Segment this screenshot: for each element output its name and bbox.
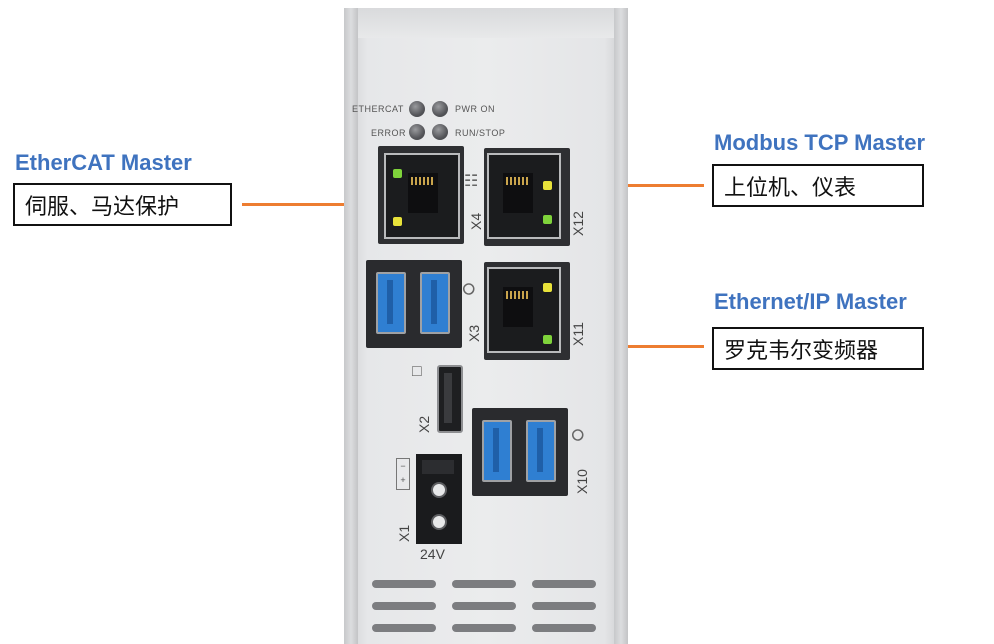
x4-label: X4 [468,212,484,230]
x1-power-terminal[interactable] [416,454,462,544]
x2-label: X2 [416,415,432,433]
x4-ethernet-port[interactable] [384,153,460,239]
vent-slot [532,624,596,632]
usb-icon-x10: ⭘ [570,428,588,442]
ethercat-master-title: EtherCAT Master [15,150,192,175]
top-cap [358,8,614,38]
vent-slot [452,602,516,610]
vent-slot [452,624,516,632]
run-stop-led-label: RUN/STOP [455,128,506,138]
modbus-tcp-master-title: Modbus TCP Master [714,130,926,155]
x12-link-led [543,181,552,190]
x11-ethernet-port[interactable] [487,267,561,353]
ethercat-led-label: ETHERCAT [352,104,404,114]
right-din-rail [614,8,628,644]
x2-hdmi-port[interactable] [437,365,463,433]
ethernetip-master-title: Ethernet/IP Master [714,289,907,314]
x3-usb-port-left[interactable] [376,272,406,334]
x4-activity-led [393,217,402,226]
x11-link-led [543,283,552,292]
pwr-on-led [432,101,448,117]
error-led-label: ERROR [371,128,407,138]
x12-activity-led [543,215,552,224]
x10-usb-port-left[interactable] [482,420,512,482]
vent-slot [372,624,436,632]
vent-slot [532,580,596,588]
x3-label: X3 [466,324,482,342]
usb-icon: ⭘ [461,282,479,296]
x10-usb-port-right[interactable] [526,420,556,482]
ethercat-leader-line [242,203,394,206]
x11-label: X11 [570,322,586,346]
ethernetip-use-box: 罗克韦尔变频器 [712,327,924,370]
controller-device: ETHERCAT PWR ON ERROR RUN/STOP ☷ X4 X12 … [344,8,628,644]
x12-label: X12 [570,211,586,236]
ethercat-use-box: 伺服、马达保护 [13,183,232,226]
network-icon: ☷ [464,173,479,190]
left-din-rail [344,8,358,644]
modbus-use-box: 上位机、仪表 [712,164,924,207]
x4-link-led [393,169,402,178]
pwr-on-led-label: PWR ON [455,104,495,114]
x1-label: X1 [396,524,412,542]
voltage-label: 24V [420,546,445,562]
vent-slot [452,580,516,588]
vent-slot [372,580,436,588]
display-icon: □ [412,363,422,380]
ethercat-led [409,101,425,117]
vent-slot [532,602,596,610]
x11-activity-led [543,335,552,344]
run-stop-led [432,124,448,140]
error-led [409,124,425,140]
x3-usb-port-right[interactable] [420,272,450,334]
x10-label: X10 [574,469,590,494]
power-terminal-icon: −+ [396,458,410,490]
x12-ethernet-port[interactable] [487,153,561,239]
vent-slot [372,602,436,610]
